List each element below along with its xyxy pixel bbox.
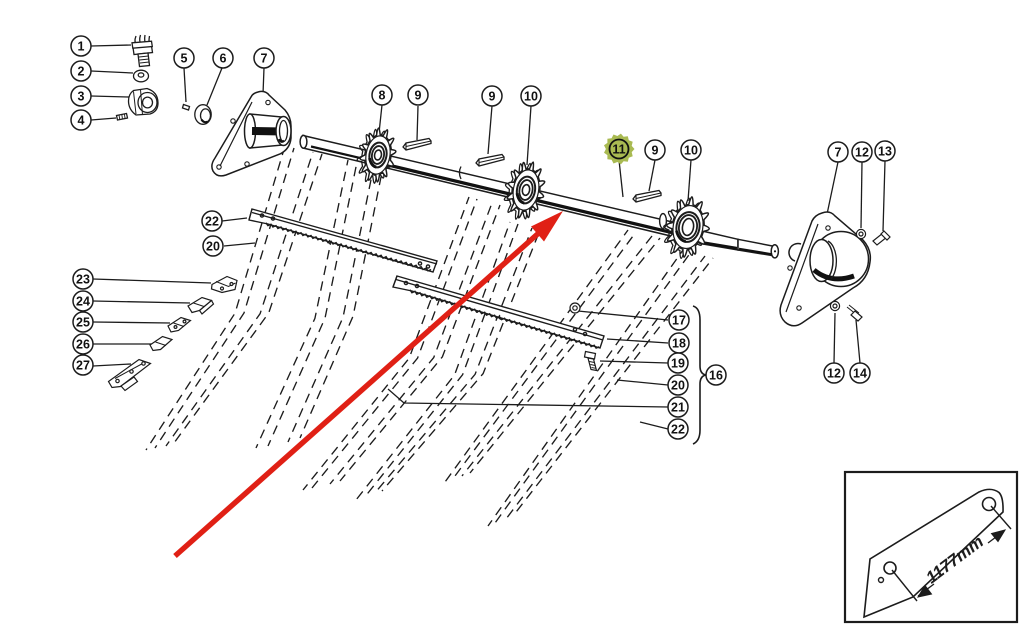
svg-text:10: 10 — [524, 89, 538, 103]
svg-text:18: 18 — [672, 336, 686, 350]
svg-text:9: 9 — [415, 88, 422, 102]
svg-text:16: 16 — [709, 368, 723, 382]
svg-text:12: 12 — [827, 366, 841, 380]
svg-text:5: 5 — [181, 51, 188, 65]
svg-text:26: 26 — [76, 337, 90, 351]
svg-text:25: 25 — [76, 315, 90, 329]
svg-text:24: 24 — [76, 294, 90, 308]
svg-text:6: 6 — [220, 51, 227, 65]
svg-text:3: 3 — [78, 89, 85, 103]
svg-text:2: 2 — [78, 64, 85, 78]
svg-text:4: 4 — [78, 113, 85, 127]
svg-text:10: 10 — [684, 143, 698, 157]
svg-text:7: 7 — [835, 145, 842, 159]
svg-text:13: 13 — [878, 144, 892, 158]
svg-text:21: 21 — [671, 400, 685, 414]
svg-text:20: 20 — [206, 239, 220, 253]
svg-text:19: 19 — [671, 356, 685, 370]
svg-text:7: 7 — [261, 51, 268, 65]
svg-text:22: 22 — [205, 214, 219, 228]
svg-text:23: 23 — [76, 272, 90, 286]
svg-text:9: 9 — [489, 89, 496, 103]
svg-text:17: 17 — [672, 313, 686, 327]
svg-text:1: 1 — [78, 39, 85, 53]
svg-text:22: 22 — [671, 422, 685, 436]
svg-text:27: 27 — [76, 358, 90, 372]
svg-text:14: 14 — [853, 366, 867, 380]
svg-text:8: 8 — [379, 88, 386, 102]
svg-text:12: 12 — [855, 145, 869, 159]
svg-text:11: 11 — [612, 142, 625, 156]
svg-text:9: 9 — [652, 143, 659, 157]
svg-text:20: 20 — [671, 378, 685, 392]
